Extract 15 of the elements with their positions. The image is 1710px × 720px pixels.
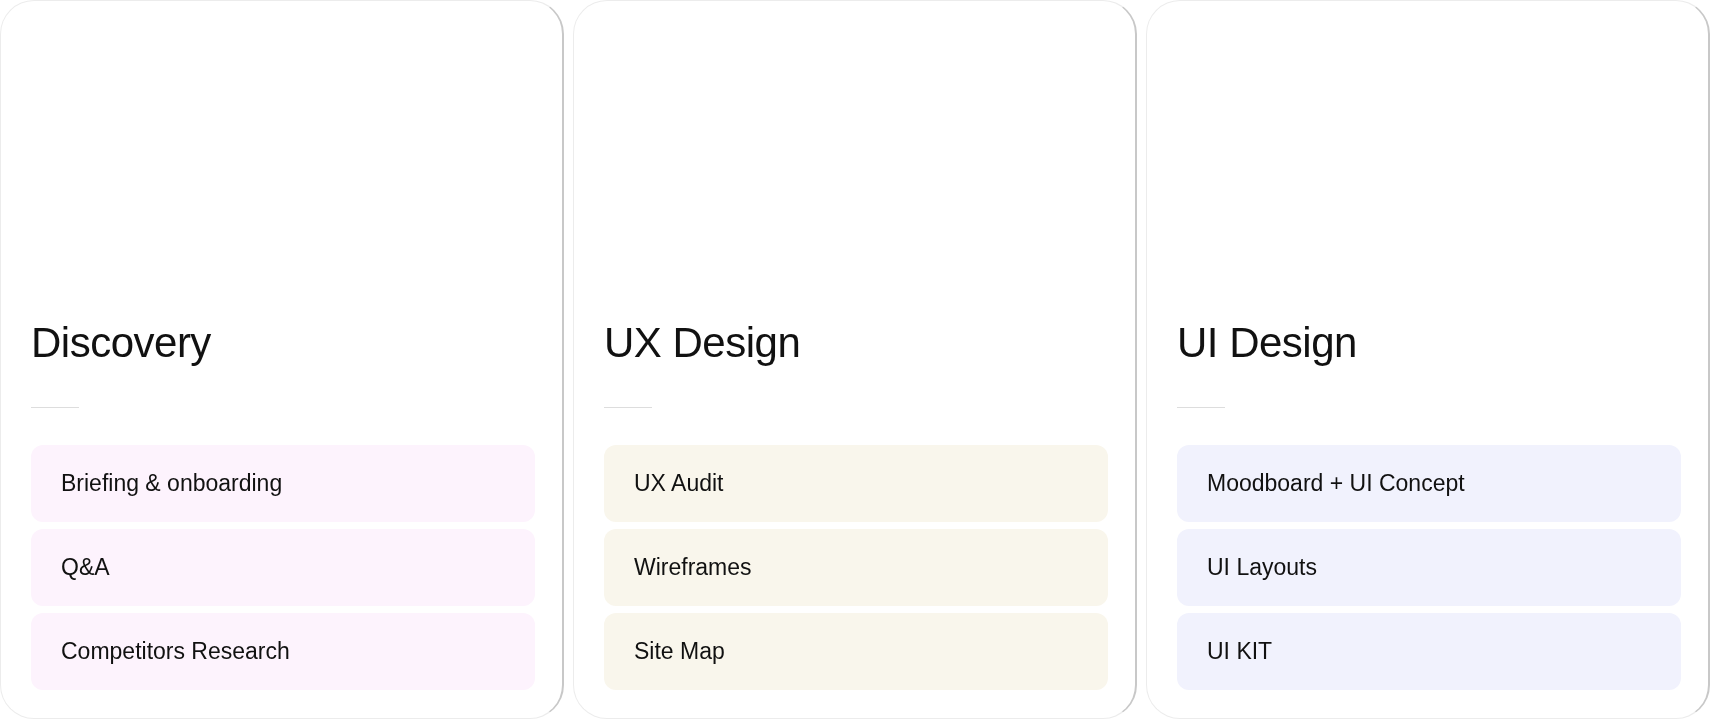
stage-heading: Discovery (31, 319, 211, 367)
stage-card (1146, 0, 1710, 719)
task-label: Briefing & onboarding (61, 470, 283, 497)
stage-heading: UI Design (1177, 319, 1357, 367)
task-label: Site Map (634, 638, 725, 665)
task-label: UI KIT (1207, 638, 1273, 665)
task-label: Moodboard + UI Concept (1207, 470, 1465, 497)
task-label: Wireframes (634, 554, 752, 581)
task-label: UI Layouts (1207, 554, 1317, 581)
stage-heading: UX Design (604, 319, 801, 367)
stage-card (0, 0, 564, 719)
stage-card (573, 0, 1137, 719)
task-label: Q&A (61, 554, 110, 581)
task-label: Competitors Research (61, 638, 290, 665)
task-label: UX Audit (634, 470, 724, 497)
